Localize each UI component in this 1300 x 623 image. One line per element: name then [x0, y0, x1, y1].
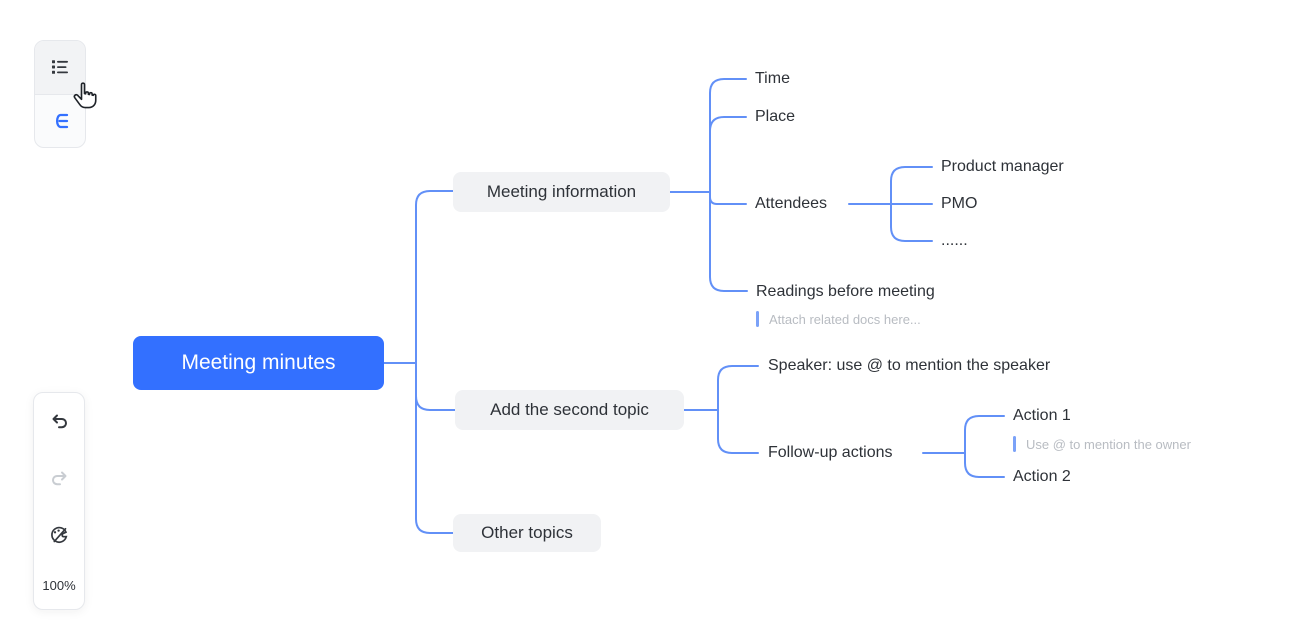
- mindmap-view-button[interactable]: [35, 95, 85, 148]
- leaf-node-ellipsis[interactable]: ......: [941, 232, 968, 249]
- note-placeholder-text: Use @ to mention the owner: [1026, 436, 1191, 452]
- redo-icon: [49, 468, 70, 489]
- mindmap-view-icon: [50, 111, 70, 131]
- leaf-node-action-1[interactable]: Action 1: [1013, 407, 1071, 424]
- leaf-node-place[interactable]: Place: [755, 108, 796, 125]
- redo-button[interactable]: [45, 464, 73, 492]
- note-mention-owner[interactable]: Use @ to mention the owner: [1013, 436, 1191, 452]
- branch-node-add-second-topic[interactable]: Add the second topic: [455, 390, 684, 430]
- outline-list-icon: [50, 57, 70, 77]
- note-attach-docs[interactable]: Attach related docs here...: [756, 311, 921, 327]
- leaf-node-speaker[interactable]: Speaker: use @ to mention the speaker: [768, 357, 1051, 374]
- undo-icon: [49, 411, 70, 432]
- leaf-node-attendees[interactable]: Attendees: [755, 195, 828, 212]
- view-switch-toolbar: [34, 40, 86, 148]
- note-bar: [1013, 436, 1016, 452]
- note-bar: [756, 311, 759, 327]
- leaf-node-action-2[interactable]: Action 2: [1013, 468, 1071, 485]
- theme-button[interactable]: [45, 521, 73, 549]
- leaf-node-time[interactable]: Time: [755, 70, 790, 87]
- leaf-node-pmo[interactable]: PMO: [941, 195, 978, 212]
- undo-button[interactable]: [45, 407, 73, 435]
- branch-node-other-topics[interactable]: Other topics: [453, 514, 601, 552]
- root-node-meeting-minutes[interactable]: Meeting minutes: [133, 336, 384, 390]
- note-placeholder-text: Attach related docs here...: [769, 311, 921, 327]
- leaf-node-readings-before-meeting[interactable]: Readings before meeting: [756, 283, 935, 300]
- leaf-node-product-manager[interactable]: Product manager: [941, 158, 1064, 175]
- canvas-tools-panel: 100%: [33, 392, 85, 610]
- zoom-level[interactable]: 100%: [42, 578, 76, 593]
- branch-node-meeting-information[interactable]: Meeting information: [453, 172, 670, 212]
- leaf-node-follow-up-actions[interactable]: Follow-up actions: [768, 444, 893, 461]
- palette-icon: [48, 524, 70, 546]
- outline-view-button[interactable]: [35, 41, 85, 95]
- hand-pointer-icon: [70, 80, 100, 114]
